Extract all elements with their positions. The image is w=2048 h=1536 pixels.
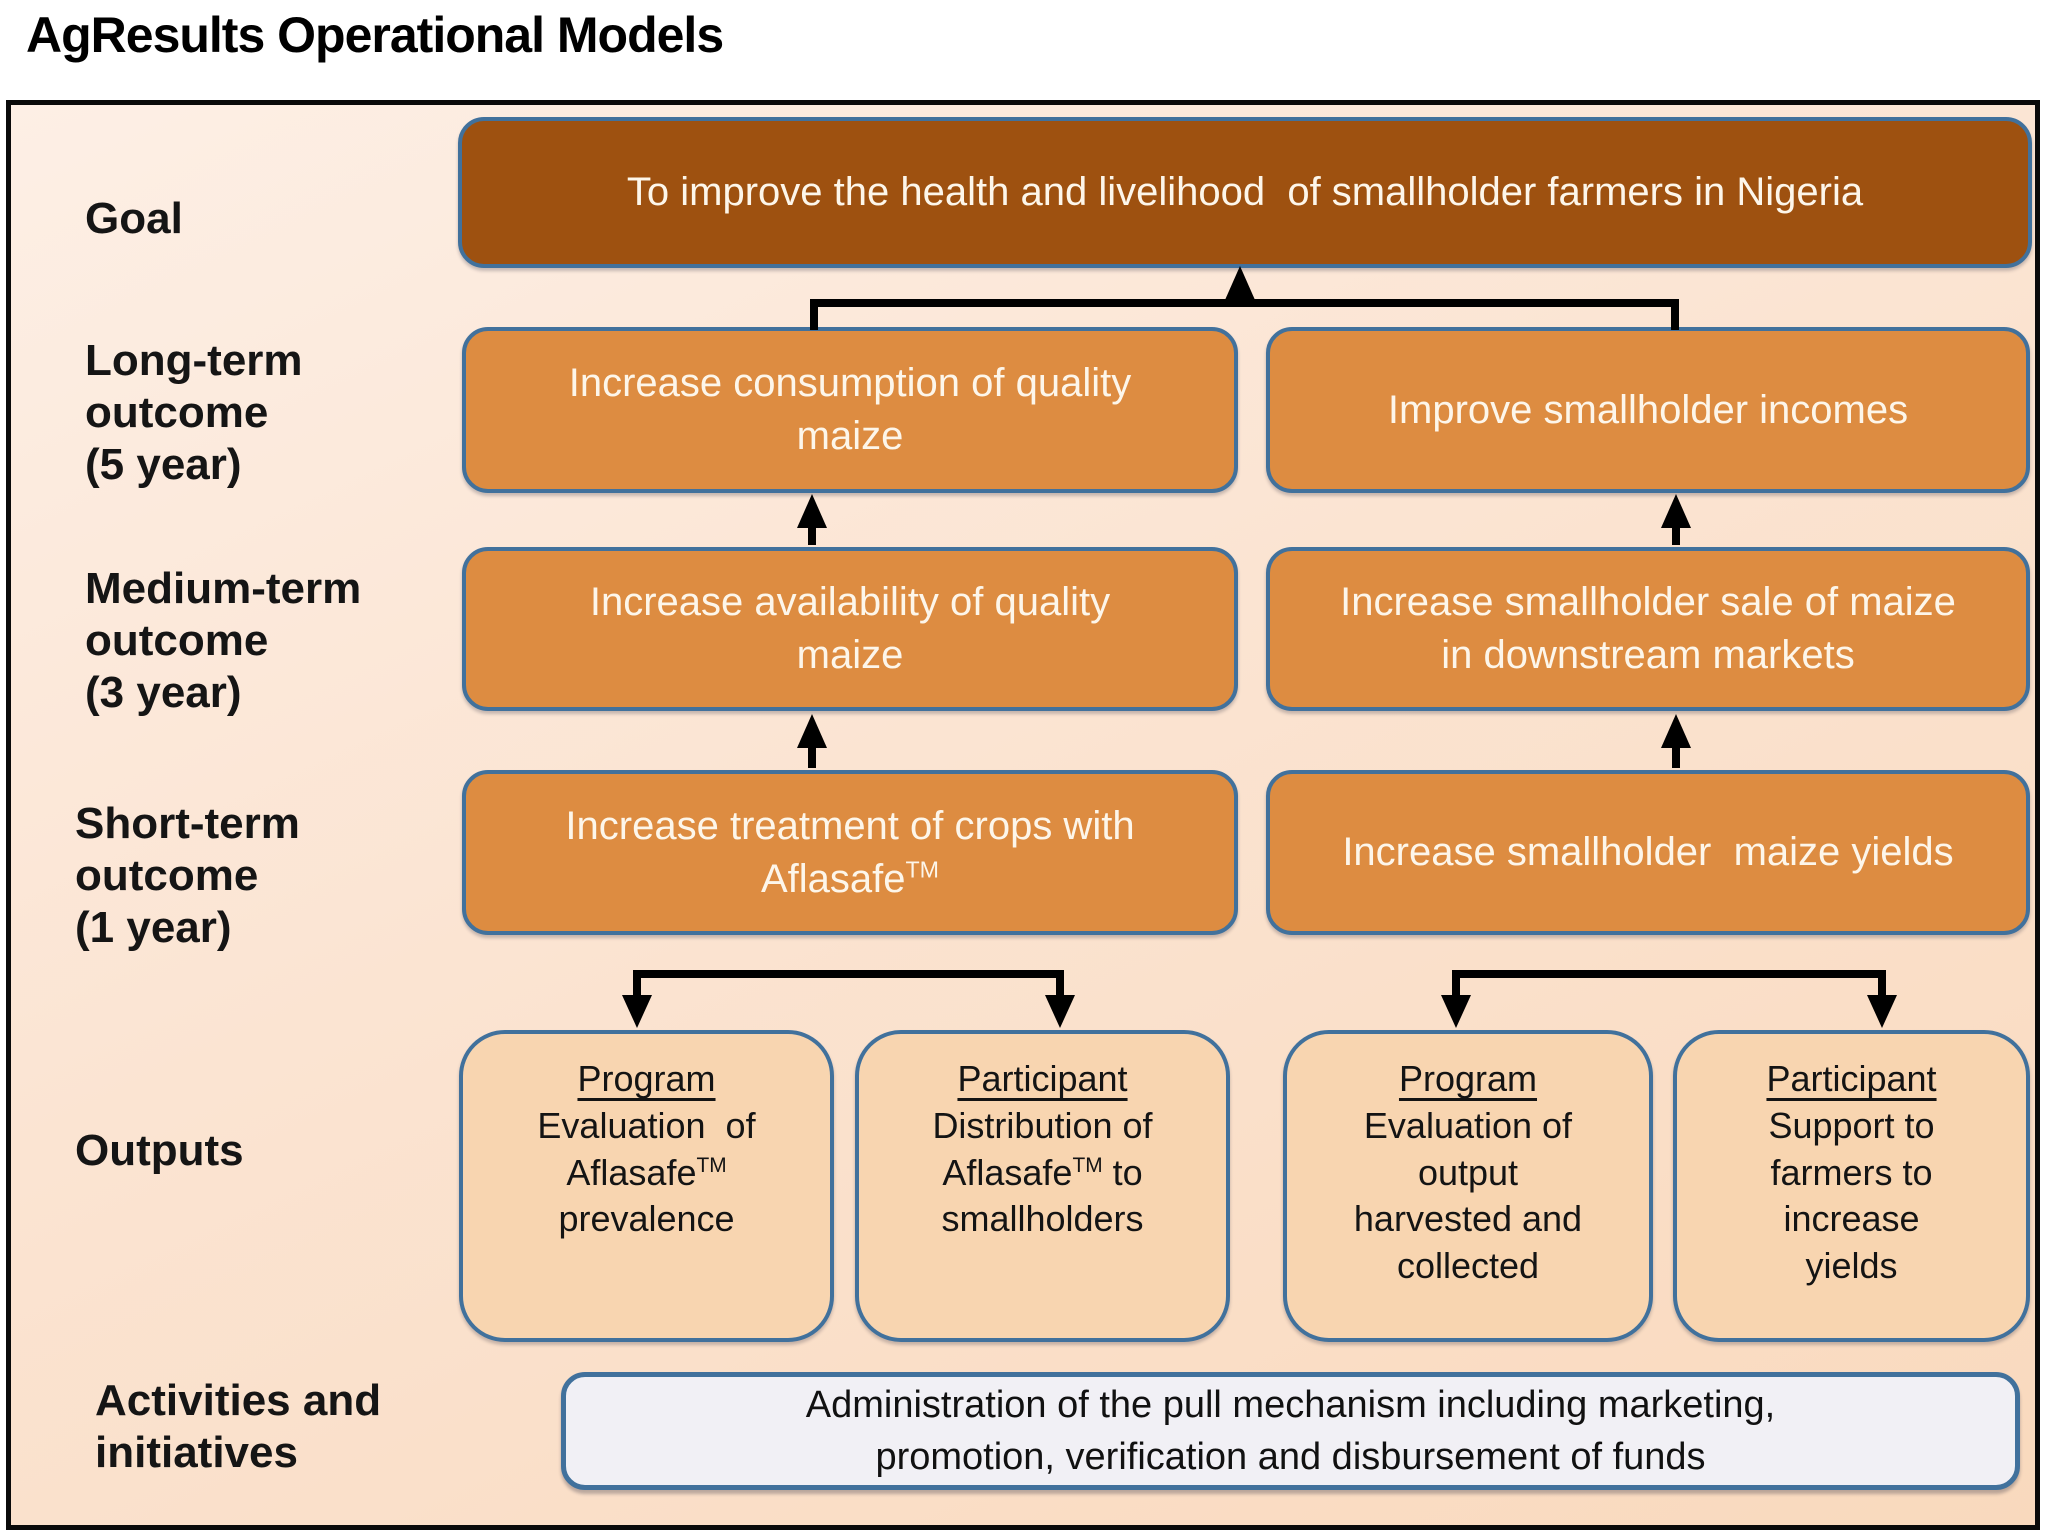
output-box-program-evaluation: Program Evaluation of output harvested a… xyxy=(1283,1030,1653,1342)
output-heading: Program xyxy=(577,1058,716,1099)
short-term-left-box: Increase treatment of crops with Aflasaf… xyxy=(462,770,1238,935)
long-term-right-box: Improve smallholder incomes xyxy=(1266,327,2030,493)
page-title: AgResults Operational Models xyxy=(26,7,724,63)
activities-box-text: Administration of the pull mechanism inc… xyxy=(805,1383,1776,1478)
medium-term-left-text: Increase availability of quality maize xyxy=(589,580,1111,677)
activities-box: Administration of the pull mechanism inc… xyxy=(561,1372,2020,1490)
short-term-right-box: Increase smallholder maize yields xyxy=(1266,770,2030,935)
goal-box: To improve the health and livelihood of … xyxy=(458,117,2032,268)
long-term-left-text: Increase consumption of quality maize xyxy=(568,361,1132,458)
goal-box-text: To improve the health and livelihood of … xyxy=(626,170,1864,215)
side-label-outputs: Outputs xyxy=(75,1126,244,1175)
output-body: Support to farmers to increase yields xyxy=(1768,1104,1935,1287)
trademark-superscript: TM xyxy=(696,1153,727,1177)
medium-term-right-text: Increase smallholder sale of maize in do… xyxy=(1340,580,1956,677)
trademark-superscript: TM xyxy=(905,856,939,883)
trademark-superscript: TM xyxy=(1072,1153,1103,1177)
long-term-left-box: Increase consumption of quality maize xyxy=(462,327,1238,493)
side-label-goal: Goal xyxy=(85,194,183,243)
output-box-participant-support: Participant Support to farmers to increa… xyxy=(1673,1030,2030,1342)
medium-term-left-box: Increase availability of quality maize xyxy=(462,547,1238,711)
short-term-left-text: Increase treatment of crops with Aflasaf… xyxy=(565,803,1135,901)
output-heading: Program xyxy=(1398,1058,1538,1099)
side-label-short-term: Short-term outcome (1 year) xyxy=(75,799,300,952)
short-term-right-text: Increase smallholder maize yields xyxy=(1342,830,1954,875)
output-heading: Participant xyxy=(1766,1058,1937,1099)
side-label-long-term: Long-term outcome (5 year) xyxy=(85,336,303,489)
output-body: Distribution of AflasafeTM to smallholde… xyxy=(932,1104,1153,1240)
output-box-program-aflasafe: Program Evaluation of AflasafeTM prevale… xyxy=(459,1030,834,1342)
output-box-participant-distribution: Participant Distribution of AflasafeTM t… xyxy=(855,1030,1230,1342)
output-body: Evaluation of output harvested and colle… xyxy=(1353,1104,1583,1287)
output-heading: Participant xyxy=(957,1058,1128,1099)
side-label-medium-term: Medium-term outcome (3 year) xyxy=(85,564,362,717)
medium-term-right-box: Increase smallholder sale of maize in do… xyxy=(1266,547,2030,711)
output-body: Evaluation of AflasafeTM prevalence xyxy=(537,1104,756,1240)
long-term-right-text: Improve smallholder incomes xyxy=(1387,387,1909,432)
side-label-activities: Activities and initiatives xyxy=(95,1376,382,1477)
